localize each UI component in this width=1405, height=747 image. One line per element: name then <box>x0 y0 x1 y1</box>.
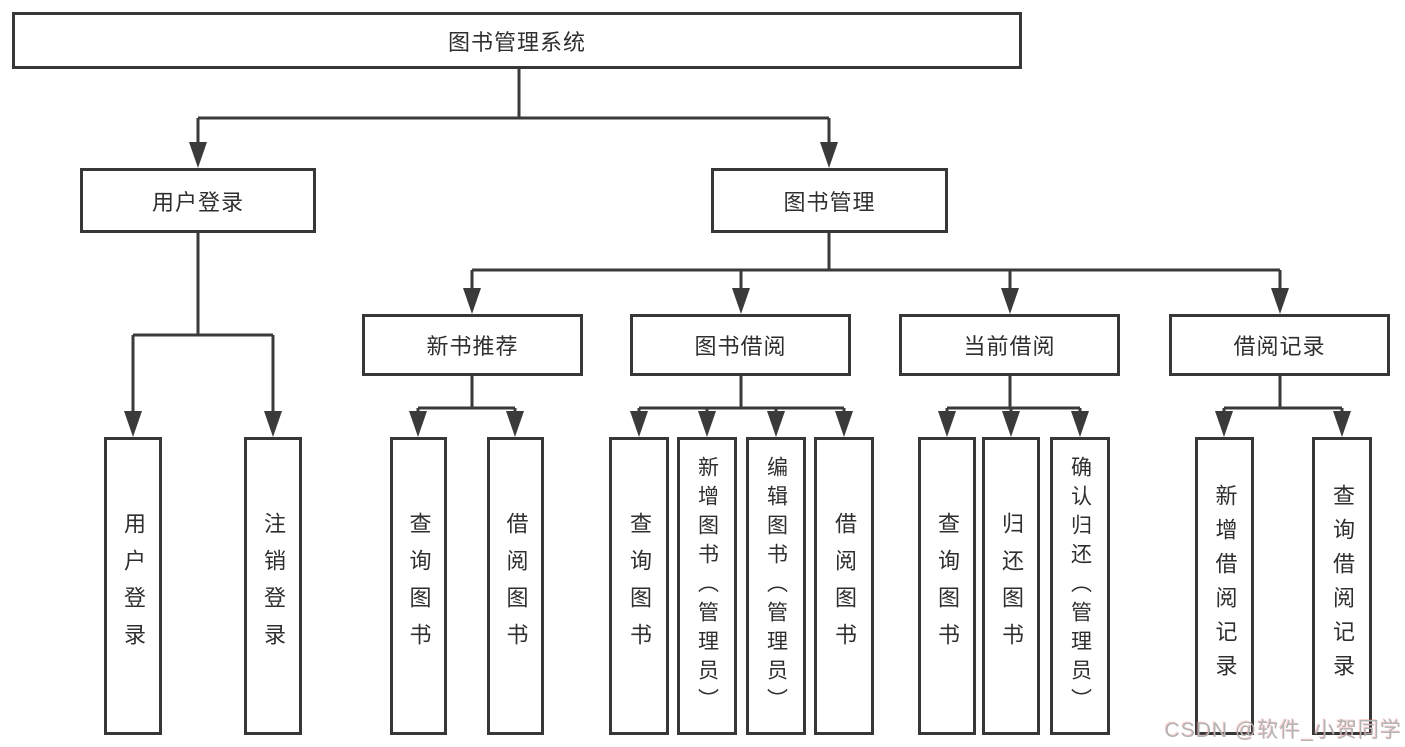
leaf-borrow-books-recommend: 借阅图书 <box>487 437 544 735</box>
leaf-label: 借阅图书 <box>503 512 529 660</box>
node-book-management: 图书管理 <box>711 168 948 233</box>
leaf-logout-login: 注销登录 <box>244 437 302 735</box>
leaf-label: 查询图书 <box>935 512 960 660</box>
leaf-label: 借阅图书 <box>832 512 857 660</box>
leaf-query-books-current: 查询图书 <box>918 437 976 735</box>
node-new-book-recommendation: 新书推荐 <box>362 314 583 376</box>
leaf-add-books-admin: 新增图书（管理员） <box>677 437 737 735</box>
leaf-return-books: 归还图书 <box>982 437 1040 735</box>
leaf-query-books-borrowing: 查询图书 <box>609 437 669 735</box>
node-borrowing-records: 借阅记录 <box>1169 314 1390 376</box>
leaf-label: 确认归还（管理员） <box>1068 455 1092 717</box>
leaf-query-books-recommend: 查询图书 <box>390 437 447 735</box>
leaf-label: 查询借阅记录 <box>1330 484 1355 688</box>
leaf-query-borrowing-record: 查询借阅记录 <box>1312 437 1372 735</box>
leaf-label: 查询图书 <box>627 512 652 660</box>
leaf-label: 新增借阅记录 <box>1212 484 1238 688</box>
node-root: 图书管理系统 <box>12 12 1022 69</box>
leaf-label: 查询图书 <box>406 512 432 660</box>
leaf-label: 新增图书（管理员） <box>695 455 719 717</box>
node-book-borrowing: 图书借阅 <box>630 314 851 376</box>
node-user-login: 用户登录 <box>80 168 316 233</box>
leaf-user-login: 用户登录 <box>104 437 162 735</box>
leaf-label: 归还图书 <box>999 512 1024 660</box>
leaf-add-borrowing-record: 新增借阅记录 <box>1195 437 1254 735</box>
leaf-label: 编辑图书（管理员） <box>764 455 788 717</box>
leaf-edit-books-admin: 编辑图书（管理员） <box>746 437 806 735</box>
leaf-label: 注销登录 <box>261 512 286 660</box>
leaf-borrow-books-borrowing: 借阅图书 <box>814 437 874 735</box>
node-current-borrowing: 当前借阅 <box>899 314 1120 376</box>
leaf-confirm-return-admin: 确认归还（管理员） <box>1050 437 1110 735</box>
leaf-label: 用户登录 <box>121 512 146 660</box>
watermark: CSDN @软件_小贺同学 <box>1164 719 1402 742</box>
